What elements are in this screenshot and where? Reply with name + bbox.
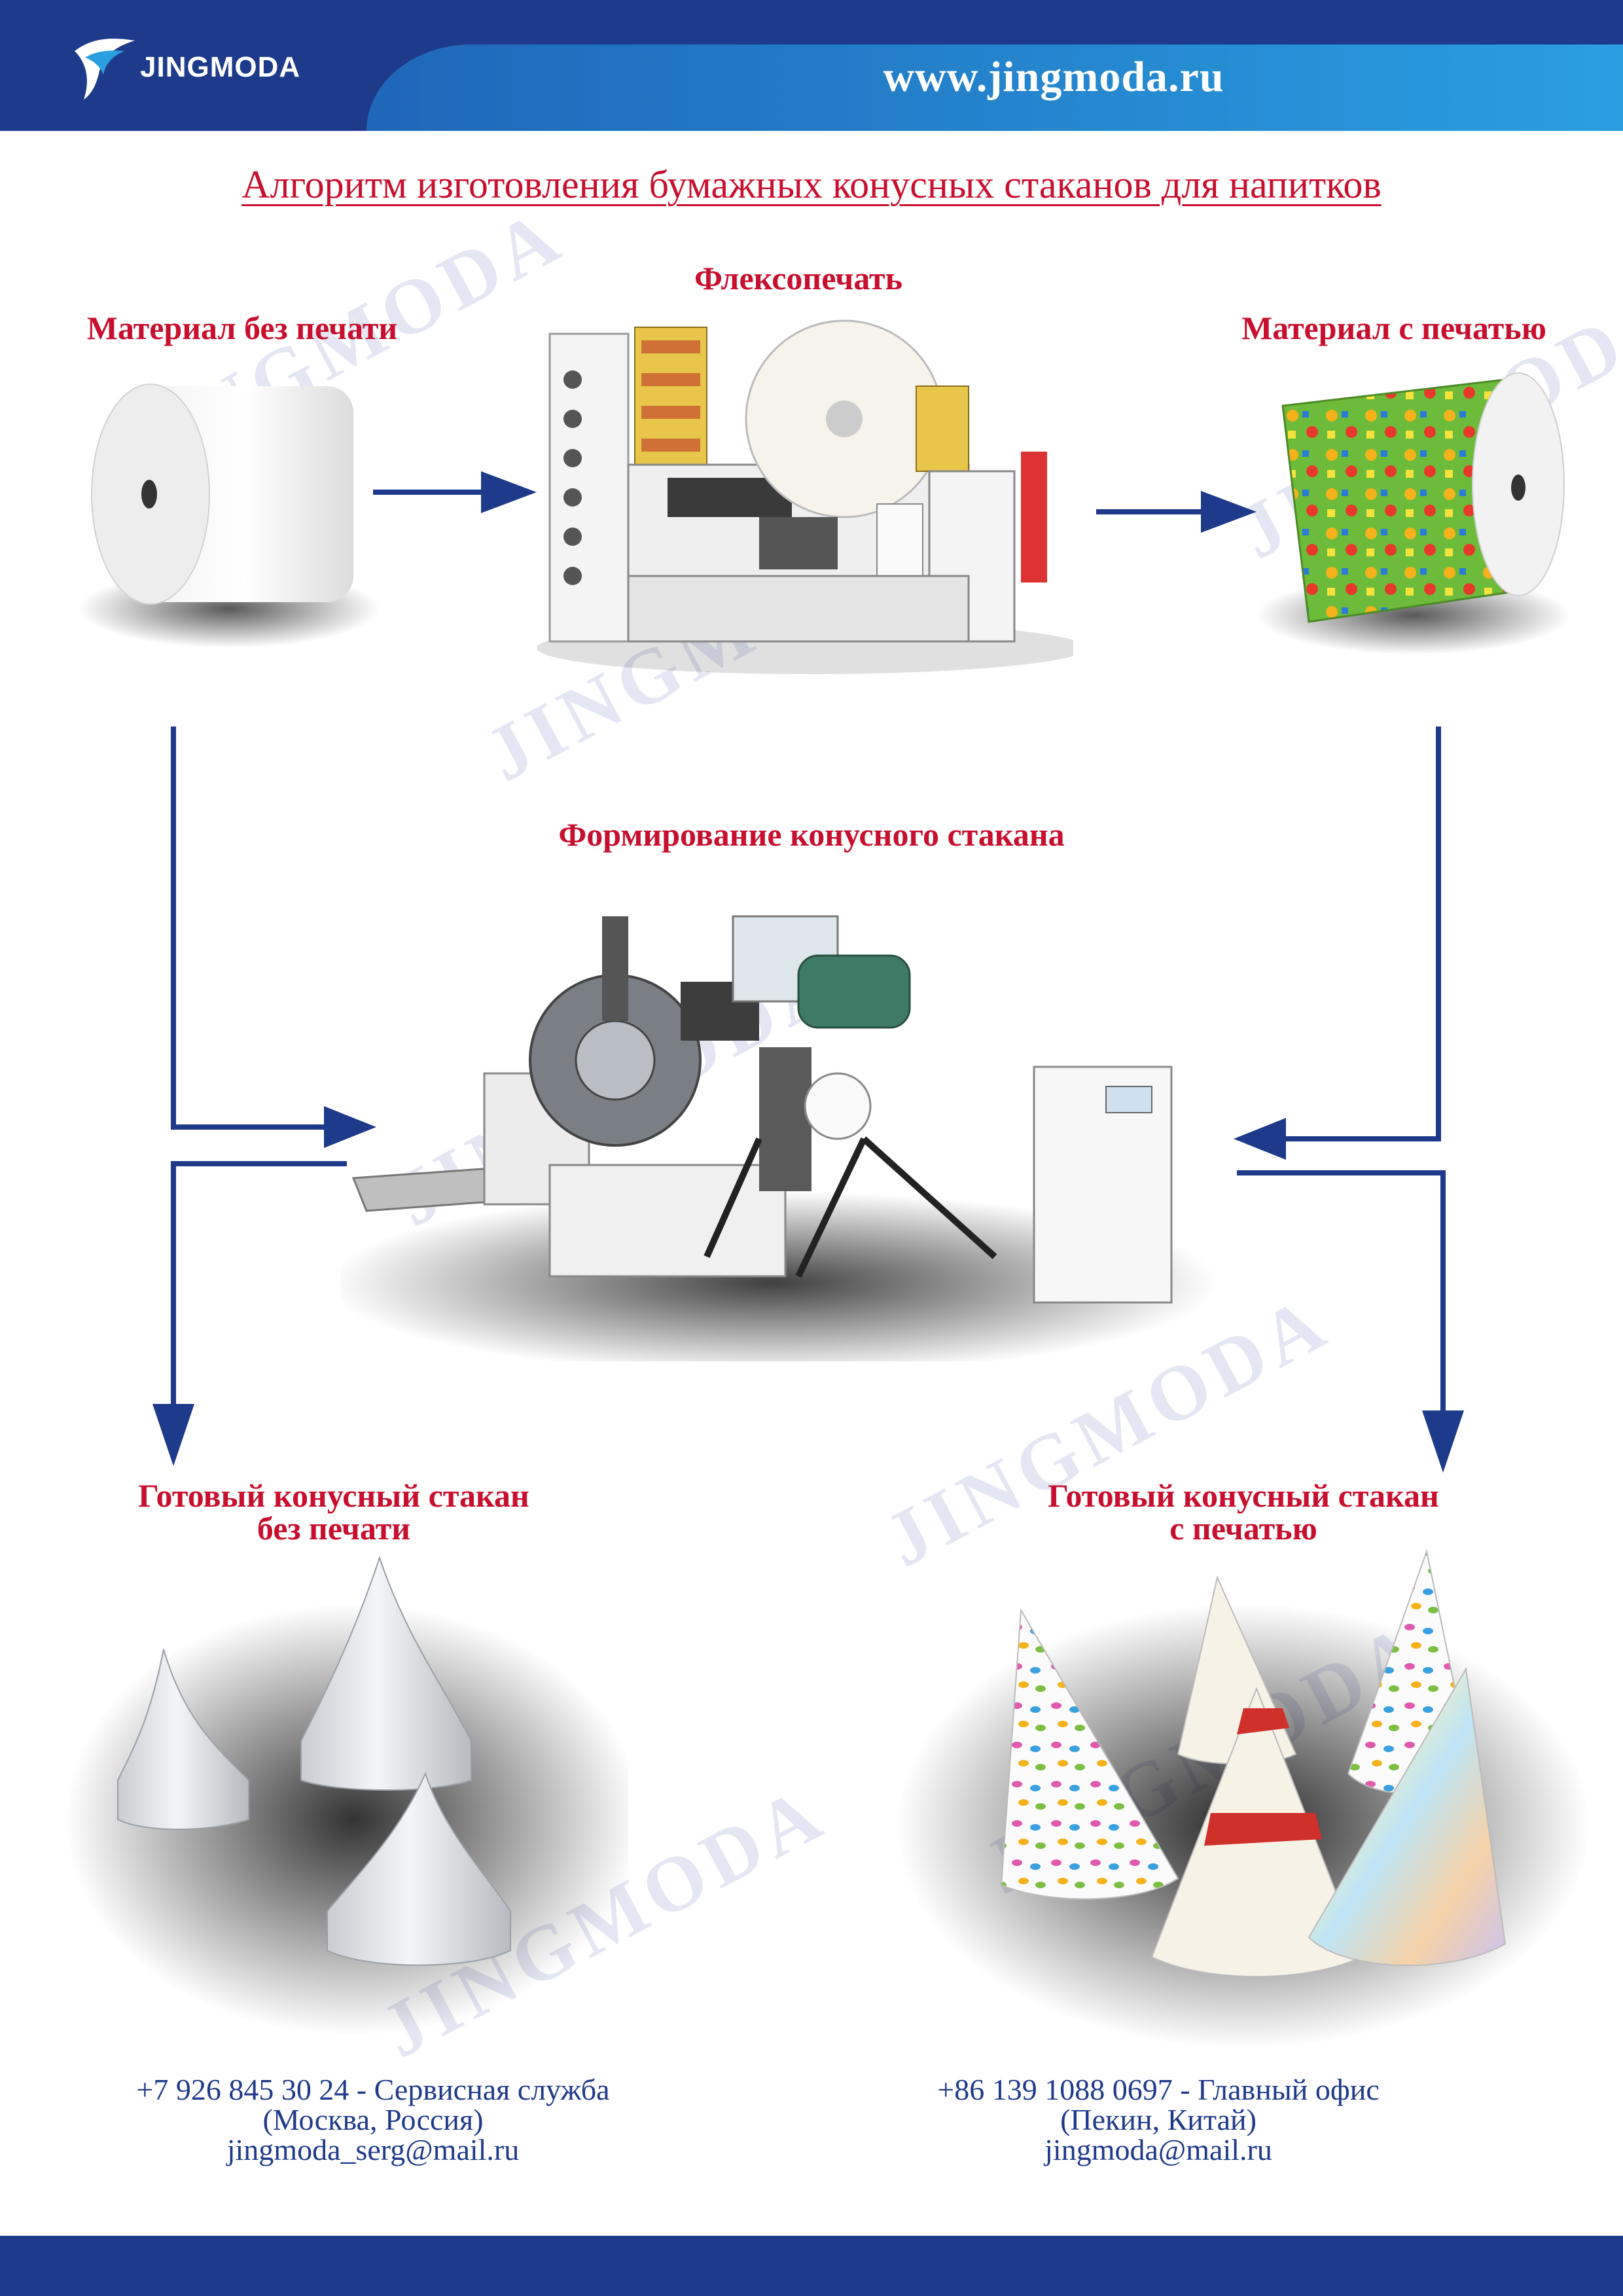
- header-accent: [366, 45, 1623, 131]
- contact-beijing-location: (Пекин, Китай): [1060, 2103, 1257, 2136]
- printed-paper-roll-icon: [1257, 372, 1571, 655]
- jingmoda-logo[interactable]: JINGMODA: [72, 31, 321, 103]
- contact-moscow-email[interactable]: jingmoda_serg@mail.ru: [226, 2133, 520, 2166]
- site-url[interactable]: www.jingmoda.ru: [883, 53, 1224, 101]
- contact-moscow: +7 926 845 30 24 - Сервисная служба (Мос…: [92, 2075, 654, 2165]
- label-finished-printed: Готовый конусный стакан с печатью: [916, 1479, 1571, 1545]
- flow-arrows: [152, 471, 1464, 1473]
- label-finished-plain: Готовый конусный стакан без печати: [39, 1479, 628, 1545]
- flow-arrow-icon: [1283, 726, 1441, 1141]
- label-finished-printed-line1: Готовый конусный стакан: [1048, 1477, 1439, 1514]
- flow-arrow-icon: [171, 1161, 347, 1407]
- label-finished-printed-line2: с печатью: [1169, 1510, 1317, 1547]
- contact-beijing-phone[interactable]: +86 139 1088 0697 - Главный офис: [937, 2073, 1380, 2106]
- flow-arrow-icon: [1237, 1170, 1446, 1414]
- cone-forming-machine-icon: [340, 915, 1217, 1361]
- label-plain-material: Материал без печати: [86, 310, 398, 346]
- label-cone-forming: Формирование конусного стакана: [558, 816, 1065, 853]
- page-title: Алгоритм изготовления бумажных конусных …: [0, 162, 1623, 207]
- flexo-printing-machine-icon: [537, 319, 1073, 674]
- contact-moscow-location: (Москва, Россия): [262, 2103, 484, 2136]
- label-flexo-print: Флексопечать: [694, 260, 903, 296]
- paper-roll-icon: [79, 384, 380, 648]
- printed-paper-cones-icon: [897, 1549, 1590, 2049]
- contact-moscow-phone[interactable]: +7 926 845 30 24 - Сервисная служба: [136, 2073, 610, 2106]
- flow-arrow-icon: [171, 726, 327, 1130]
- label-finished-plain-line2: без печати: [257, 1510, 411, 1547]
- jingmoda-logo-icon: [75, 39, 135, 99]
- brand-name: JINGMODA: [140, 51, 301, 83]
- label-finished-plain-line1: Готовый конусный стакан: [138, 1477, 529, 1514]
- plain-paper-cones-icon: [65, 1555, 628, 2036]
- label-printed-material: Материал с печатью: [1241, 310, 1546, 346]
- page-title-text: Алгоритм изготовления бумажных конусных …: [241, 163, 1382, 206]
- footer-band: [0, 2236, 1623, 2296]
- contact-beijing-email[interactable]: jingmoda@mail.ru: [1044, 2133, 1272, 2166]
- contact-beijing: +86 139 1088 0697 - Главный офис (Пекин,…: [818, 2075, 1499, 2165]
